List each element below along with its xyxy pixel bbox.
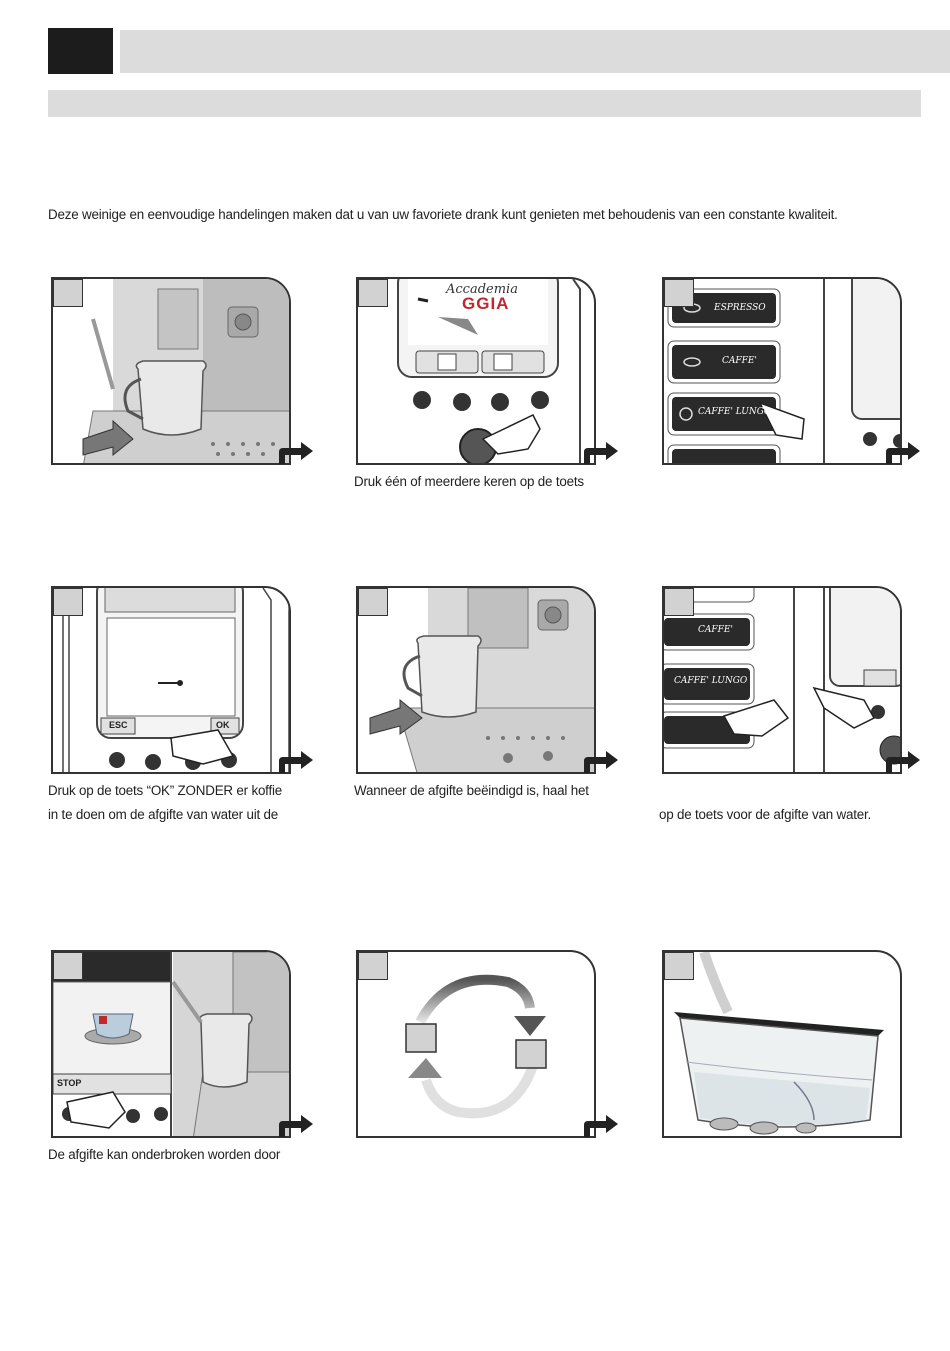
chapter-number-block <box>48 28 113 74</box>
next-step-arrow-icon <box>584 751 618 773</box>
next-step-arrow-icon <box>279 1115 313 1137</box>
jug-under-wand-illustration <box>82 279 289 463</box>
water-button-illustration <box>664 588 900 772</box>
step-number-box <box>53 588 83 616</box>
caption-step-7: De afgifte kan onderbroken worden door <box>48 1147 281 1162</box>
step-number-box <box>358 588 388 616</box>
next-step-arrow-icon <box>584 442 618 464</box>
stop-delivery-illustration <box>53 952 289 1136</box>
remove-jug-illustration <box>369 588 594 772</box>
step-panel-8 <box>356 950 596 1138</box>
step-panel-5 <box>356 586 596 774</box>
step-panel-1 <box>51 277 291 465</box>
next-step-arrow-icon <box>886 442 920 464</box>
control-panel-illustration <box>397 279 581 463</box>
beverage-buttons-illustration <box>667 279 900 463</box>
water-tank-illustration <box>674 952 884 1135</box>
step-number-box <box>664 279 694 307</box>
step-number-box <box>664 588 694 616</box>
caption-step-4-line-2: in te doen om de afgifte van water uit d… <box>48 807 279 822</box>
repeat-cycle-illustration <box>405 974 547 1119</box>
step-number-box <box>358 279 388 307</box>
caffe-button-label: CAFFE' <box>698 625 733 635</box>
next-step-arrow-icon <box>584 1115 618 1137</box>
caffe-lungo-button-label: CAFFE' LUNGO <box>674 676 748 686</box>
step-number-box <box>53 952 83 980</box>
next-step-arrow-icon <box>279 751 313 773</box>
step-panel-7: STOP <box>51 950 291 1138</box>
step-number-box <box>358 952 388 980</box>
step-number-box <box>53 279 83 307</box>
step-panel-4: ESC OK <box>51 586 291 774</box>
espresso-button-label: ESPRESSO <box>714 303 766 313</box>
ok-button-label: OK <box>216 720 230 730</box>
step-number-box <box>664 952 694 980</box>
logo-line-2: GGIA <box>462 294 510 313</box>
esc-button-label: ESC <box>109 720 128 730</box>
next-step-arrow-icon <box>279 442 313 464</box>
logo-line-1: Accademia <box>446 282 518 297</box>
caffe-button-label: CAFFE' <box>722 356 757 366</box>
caffe-lungo-button-label: CAFFE' LUNGO <box>698 407 772 417</box>
caption-step-5: Wanneer de afgifte beëindigd is, haal he… <box>354 783 589 798</box>
step-panel-2: Accademia GGIA <box>356 277 596 465</box>
stop-button-label: STOP <box>57 1078 82 1088</box>
caption-step-6: op de toets voor de afgifte van water. <box>659 807 871 822</box>
chapter-title-bar <box>120 30 950 73</box>
display-ok-illustration <box>62 588 289 772</box>
caption-step-2: Druk één of meerdere keren op de toets <box>354 474 584 489</box>
step-panel-9 <box>662 950 902 1138</box>
intro-text: Deze weinige en eenvoudige handelingen m… <box>48 207 838 222</box>
caption-step-4-line-1: Druk op de toets “OK” ZONDER er koffie <box>48 783 283 798</box>
next-step-arrow-icon <box>886 751 920 773</box>
step-panel-6: CAFFE' CAFFE' LUNGO <box>662 586 902 774</box>
section-title-bar <box>48 90 921 117</box>
step-panel-3: ESPRESSO CAFFE' CAFFE' LUNGO <box>662 277 902 465</box>
